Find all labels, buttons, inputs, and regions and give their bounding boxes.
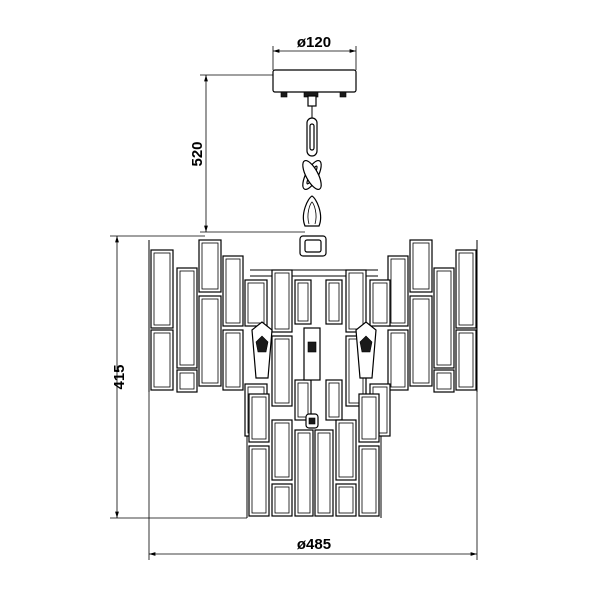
crystal-plate [387, 329, 409, 391]
crystal-plate [271, 269, 293, 333]
suspension-length-label: 520 [189, 141, 206, 166]
crystal-plate [433, 369, 455, 393]
crystal-plate [358, 393, 380, 443]
crystal-plate [222, 329, 244, 391]
crystal-plate [198, 295, 222, 387]
crystal-plate [176, 369, 198, 393]
crystal-plate [294, 379, 312, 421]
crystal-plate [271, 419, 293, 481]
crystal-plate [409, 295, 433, 387]
crystal-plate [335, 483, 357, 517]
suspension-chain [302, 106, 322, 227]
crystal-plate [325, 279, 343, 325]
bulb-holders [251, 321, 377, 429]
crystal-plate [294, 429, 314, 517]
crystal-plate [248, 393, 270, 443]
body-height-label: 415 [111, 364, 128, 389]
canopy-diameter-label: ø120 [297, 34, 331, 51]
crystal-plate [244, 279, 268, 327]
crystal-plate [409, 239, 433, 293]
canopy-diameter-dimension: ø120 [272, 34, 357, 70]
crystal-plate [387, 255, 409, 327]
chandelier-body [148, 235, 478, 518]
crystal-plate [176, 267, 198, 369]
crystal-plate [358, 445, 380, 517]
crystal-plate [433, 267, 455, 369]
crystal-plate [222, 255, 244, 327]
crystal-plate [248, 445, 270, 517]
crystal-plate [455, 249, 477, 329]
crystal-plate [345, 269, 367, 333]
crystal-plate [455, 329, 477, 391]
crystal-plate [314, 429, 334, 517]
body-diameter-label: ø485 [297, 536, 331, 553]
crystal-plate [369, 279, 391, 327]
bulb-holder-left [251, 321, 273, 379]
bulb-holder-right [355, 321, 377, 379]
crystal-plate [198, 239, 222, 293]
suspension-length-dimension: 520 [189, 74, 305, 233]
body-height-dimension: 415 [110, 235, 247, 519]
crystal-plate [271, 335, 293, 407]
crystal-plate [335, 419, 357, 481]
crystal-plate [294, 279, 312, 325]
crystal-plate [271, 483, 293, 517]
crystal-plate [325, 379, 343, 421]
ceiling-canopy [272, 69, 357, 107]
crystal-plate [150, 329, 174, 391]
bulb-holder-lower [305, 413, 319, 429]
crystal-plate [150, 249, 174, 329]
bulb-holder-center [303, 327, 321, 381]
body-diameter-dimension: ø485 [148, 392, 478, 560]
